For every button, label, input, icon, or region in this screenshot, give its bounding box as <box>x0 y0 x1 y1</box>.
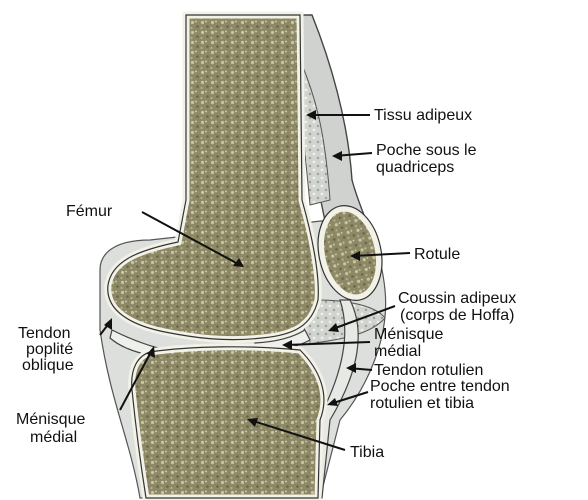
label-poche-tendon-tibia-2: rotulien et tibia <box>370 395 474 412</box>
tibia-bone <box>132 347 324 498</box>
label-menisque-gauche-2: médial <box>30 429 77 446</box>
label-coussin-adipeux-2: (corps de Hoffa) <box>400 307 514 324</box>
label-poche-quadriceps-2: quadriceps <box>376 159 454 176</box>
label-coussin-adipeux-1: Coussin adipeux <box>398 290 516 307</box>
label-tibia: Tibia <box>350 444 384 461</box>
label-tendon-poplite-2: poplité <box>26 341 73 358</box>
label-tissu-adipeux: Tissu adipeux <box>374 107 472 124</box>
label-femur: Fémur <box>66 203 113 220</box>
label-menisque-droit-2: médial <box>374 343 421 360</box>
label-tendon-rotulien: Tendon rotulien <box>374 362 483 379</box>
label-poche-tendon-tibia-1: Poche entre tendon <box>370 378 510 395</box>
label-poche-quadriceps-1: Poche sous le <box>376 142 477 159</box>
label-tendon-poplite-1: Tendon <box>18 325 71 342</box>
label-menisque-droit-1: Ménisque <box>374 326 443 343</box>
femur-bone <box>108 15 319 340</box>
label-tendon-poplite-3: oblique <box>22 357 74 374</box>
label-menisque-gauche-1: Ménisque <box>16 411 85 428</box>
label-rotule: Rotule <box>414 246 460 263</box>
